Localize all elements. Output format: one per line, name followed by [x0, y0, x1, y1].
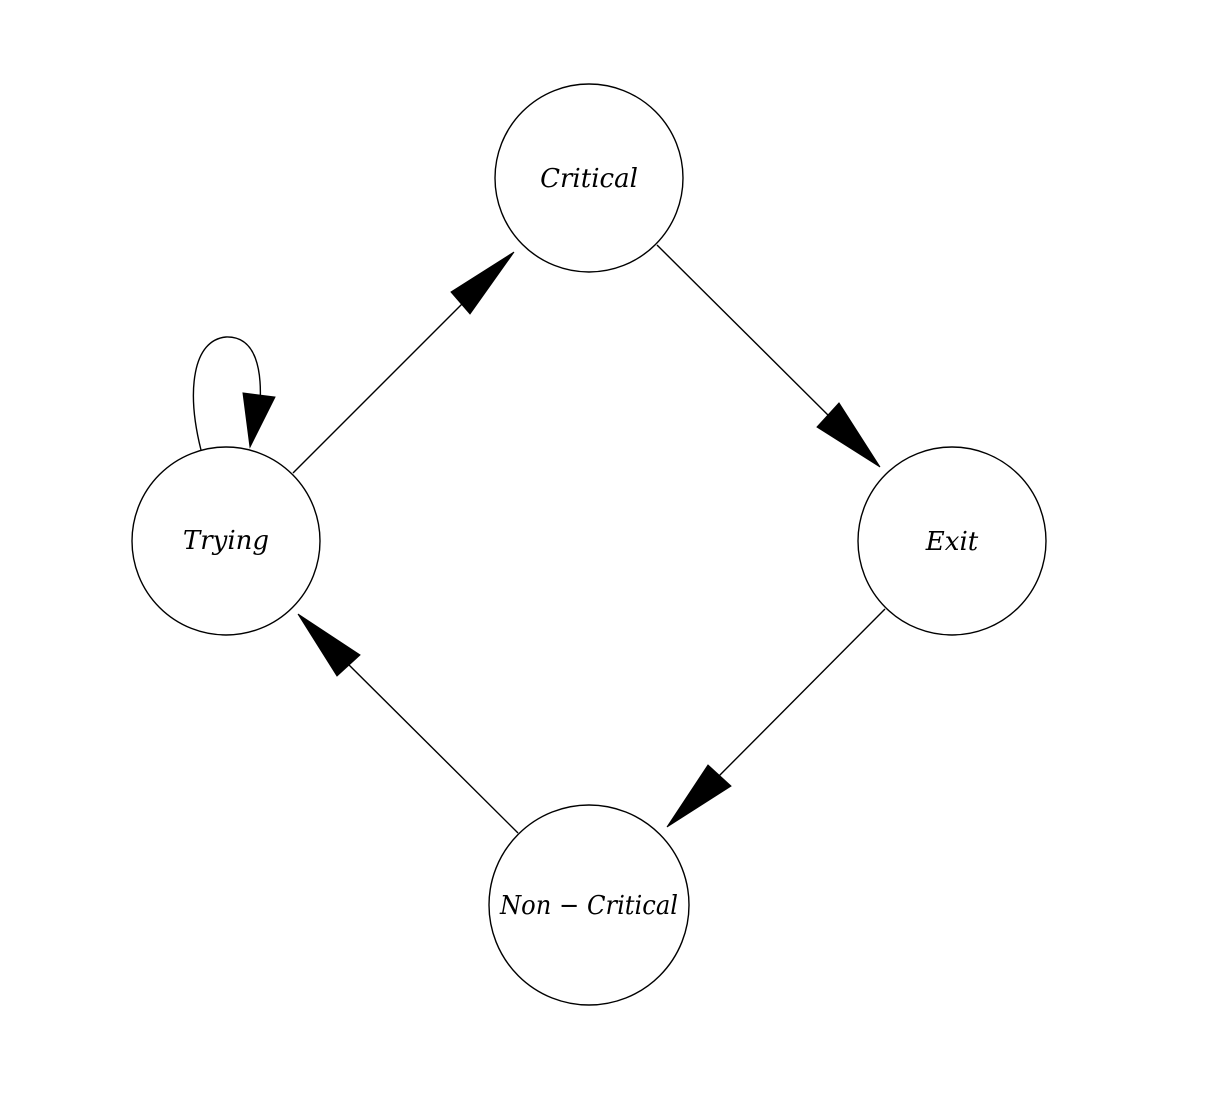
state-label-critical: Critical: [540, 164, 638, 194]
edge-trying-self-loop: [192, 336, 276, 451]
state-label-trying: Trying: [183, 526, 269, 556]
states: Critical Exit Non − Critical Trying: [131, 83, 1047, 1006]
edge-non-critical-to-trying: [297, 613, 519, 834]
state-non-critical: Non − Critical: [488, 804, 690, 1006]
state-label-non-critical: Non − Critical: [499, 891, 678, 921]
edge-critical-to-exit: [656, 244, 881, 468]
state-label-exit: Exit: [925, 527, 979, 557]
edge-exit-to-non-critical: [666, 608, 886, 828]
edge-trying-to-critical: [292, 251, 515, 474]
state-exit: Exit: [857, 446, 1047, 636]
state-critical: Critical: [494, 83, 684, 273]
state-trying: Trying: [131, 446, 321, 636]
transitions: [192, 244, 886, 834]
